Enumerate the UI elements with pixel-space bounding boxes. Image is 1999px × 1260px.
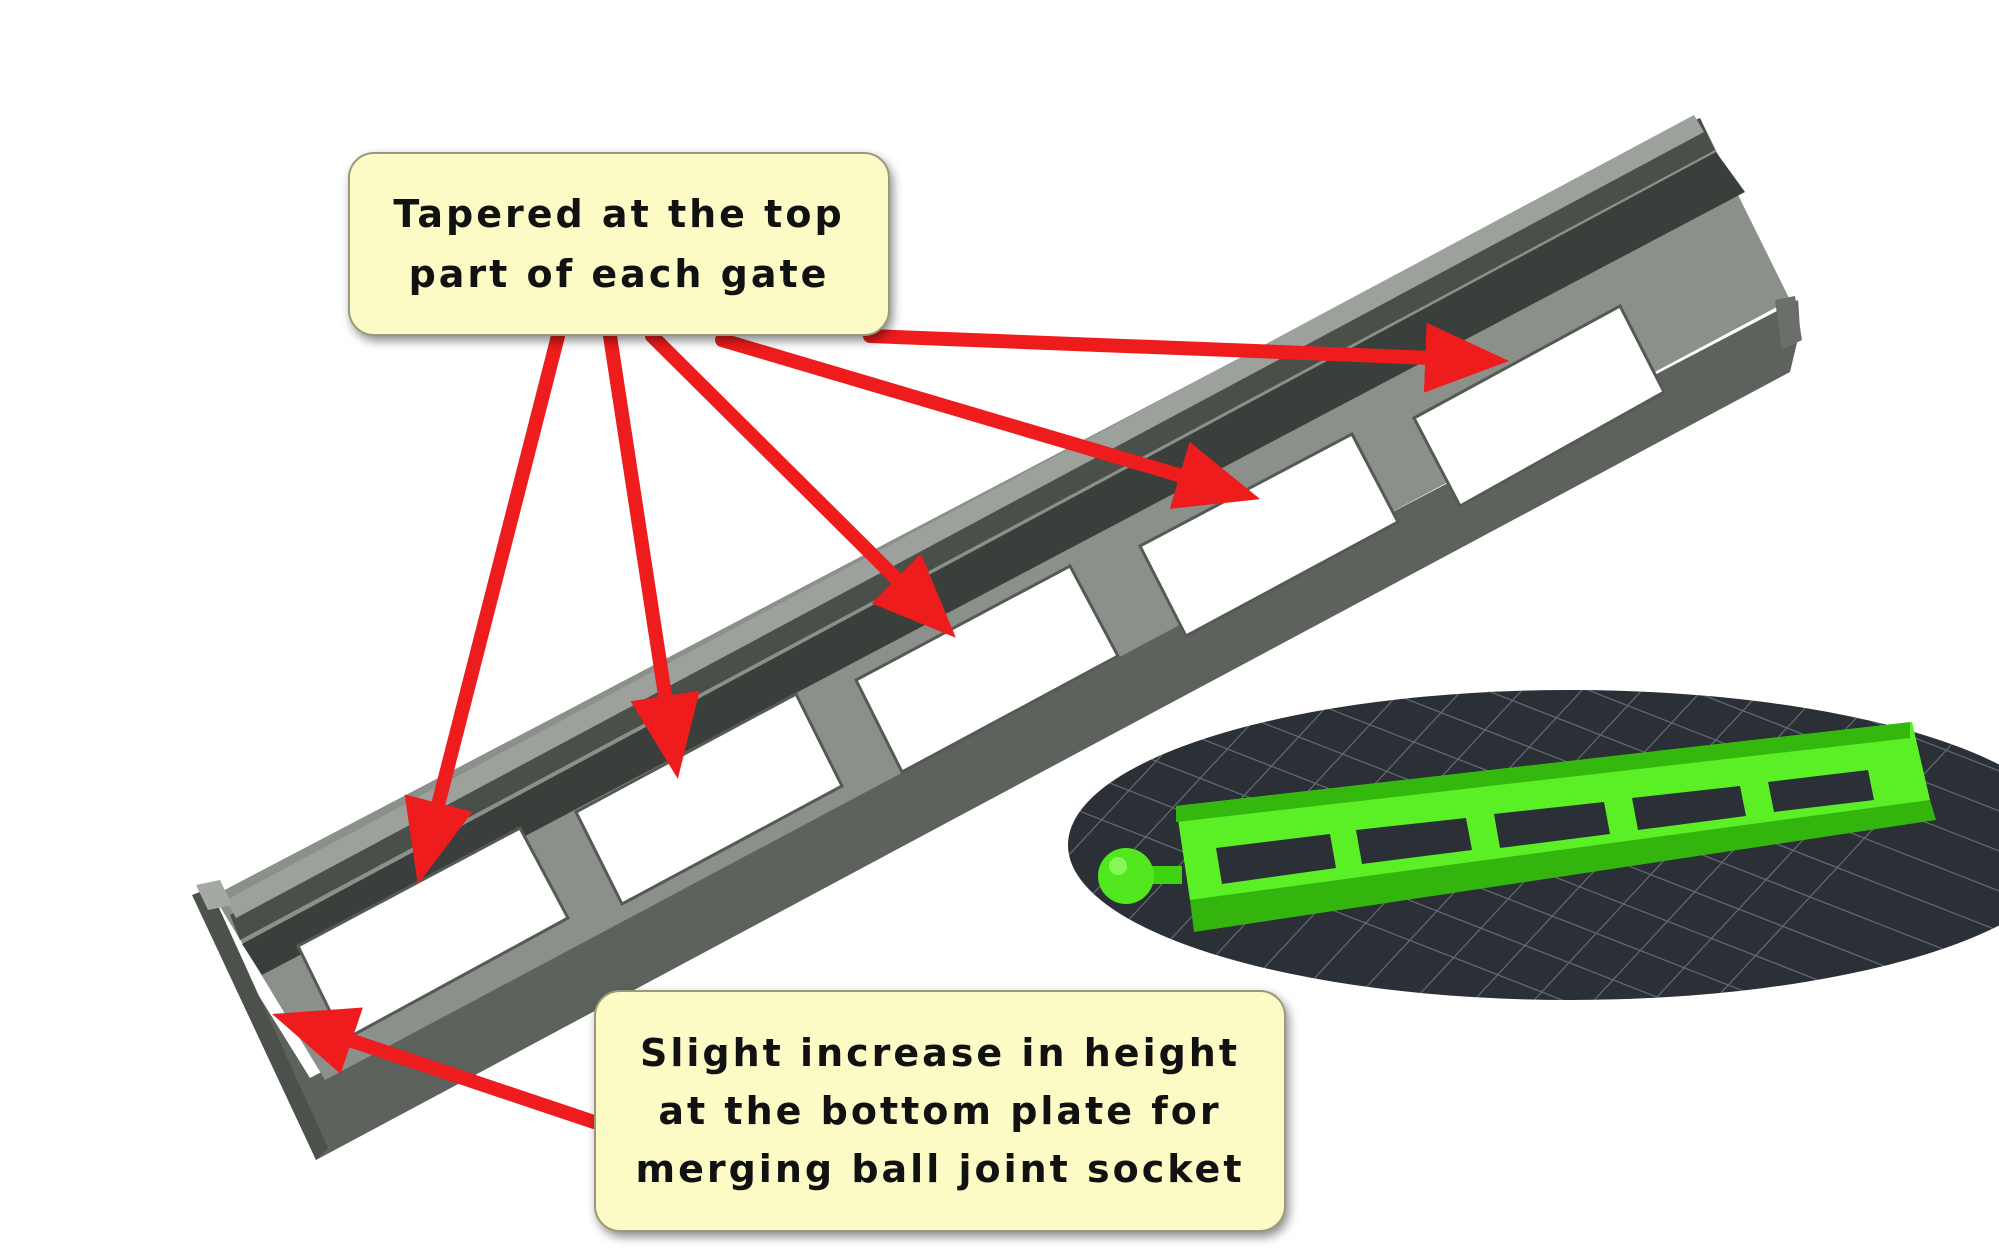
arrow-to-gate-1 [404, 329, 565, 885]
printed-part [1098, 722, 1936, 932]
arrow-to-bottom-plate [272, 1007, 601, 1129]
frame-left-endcap-top [196, 880, 232, 910]
gate-opening-3 [854, 563, 1121, 775]
print-window-1 [1216, 834, 1336, 884]
arrow-to-gate-3 [645, 329, 956, 638]
annotation-arrows [272, 322, 1510, 1129]
slicer-preview-inset [1068, 690, 1999, 1000]
callout-tapered-gates: Tapered at the top part of each gate [348, 152, 890, 336]
print-window-5 [1768, 770, 1874, 812]
frame-back-wall-top [226, 115, 1704, 918]
printed-part-backwall [1176, 722, 1910, 822]
frame-right-endcap [1775, 296, 1802, 350]
print-window-4 [1632, 786, 1746, 830]
printed-part-front-rim [1190, 800, 1936, 932]
callout-bottom-plate: Slight increase in height at the bottom … [594, 990, 1286, 1232]
printed-part-windows [1216, 770, 1874, 884]
frame-left-endcap [192, 888, 328, 1160]
arrow-to-gate-2 [603, 329, 700, 779]
print-window-3 [1494, 802, 1610, 848]
ball-joint [1098, 848, 1154, 904]
callout-bottom-line-1: Slight increase in height [639, 1031, 1241, 1075]
callout-top-line-2: part of each gate [408, 252, 830, 296]
gate-opening-2 [574, 691, 844, 907]
arrow-to-gate-4 [715, 333, 1261, 509]
callout-top-line-1: Tapered at the top [393, 192, 845, 236]
ball-joint-highlight [1109, 857, 1127, 875]
gate-opening-5 [1411, 303, 1666, 509]
gate-opening-4 [1137, 431, 1401, 639]
frame-bottom-side [195, 300, 1800, 1160]
arrow-to-gate-5 [863, 322, 1510, 393]
print-window-2 [1356, 818, 1472, 864]
callout-bottom-line-2: at the bottom plate for [658, 1089, 1222, 1133]
callout-bottom-line-3: merging ball joint socket [635, 1147, 1245, 1191]
